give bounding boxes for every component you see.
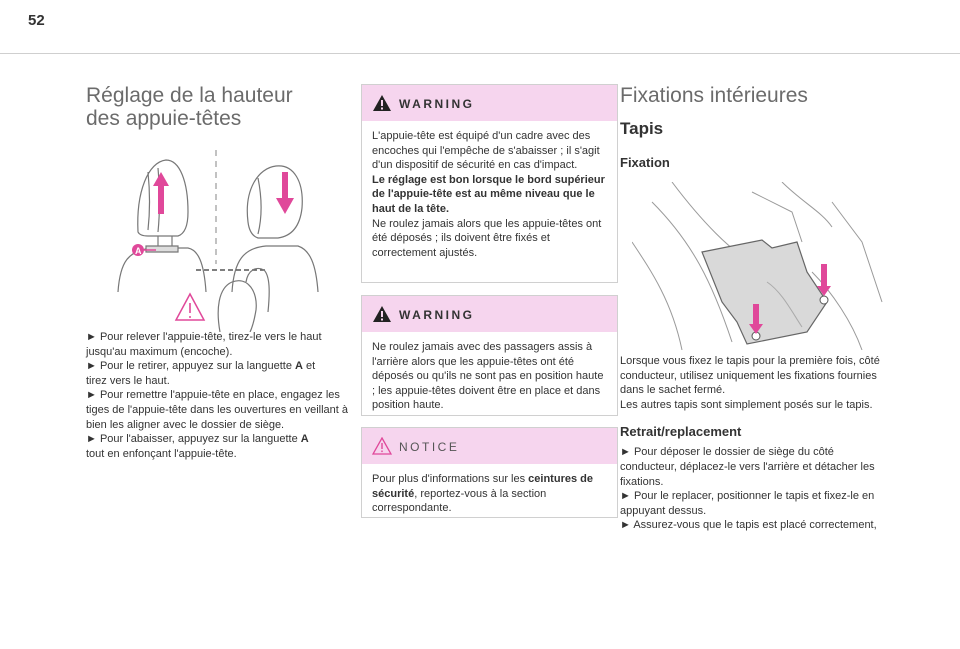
retrait-bullet-1: ► Pour déposer le dossier de siège du cô… [620,446,875,488]
warning1-text: L'appuie-tête est équipé d'un cadre avec… [372,130,600,172]
title-line-2: des appuie-têtes [86,107,242,130]
letter-a-2: A [300,433,309,446]
letter-a: A [295,360,303,373]
warning2-text: Ne roulez jamais avec des passagers assi… [372,341,604,412]
warning-header-2: WARNING [362,296,617,332]
bullet-remove-cont: tirez vers le haut. [86,374,170,387]
up-arrow-icon [153,172,169,214]
warning-header-1: WARNING [362,85,617,121]
warning1-bold: Le réglage est bon lorsque le bord supér… [372,173,605,215]
retrait-bullet-3: ► Assurez-vous que le tapis est placé co… [620,519,877,532]
notice-header: NOTICE [362,428,617,464]
warning-label-2: WARNING [399,308,475,322]
fixation-text-2: Les autres tapis sont simplement posés s… [620,398,873,411]
page-number: 52 [28,12,45,29]
bullet-lower: ► Pour l'abaisser, appuyez sur la langue… [86,433,301,446]
notice-box: NOTICE Pour plus d'informations sur les … [361,427,618,518]
notice-bold: ceintures de sécurité [372,473,593,500]
warning1-text2: Ne roulez jamais alors que les appuie-tê… [372,217,602,259]
headrest-column: Réglage de la hauteur des appuie-têtes A [86,62,348,460]
floor-mat-illustration [632,182,883,350]
header-divider [0,53,960,54]
down-arrow-icon [276,172,294,214]
bullet-lower-cont: tout en enfonçant l'appuie-tête. [86,447,237,460]
warning-icon [373,306,391,322]
notice-text-before: Pour plus d'informations sur les [372,473,529,485]
down-arrow-icon [749,304,763,334]
down-arrow-icon [817,264,831,296]
fixation-text: Lorsque vous fixez le tapis pour la prem… [620,355,880,397]
section-title-fixations: Fixations intérieures [620,84,808,107]
subtitle-tapis: Tapis [620,119,664,138]
warning-label-1: WARNING [399,97,475,111]
word-et: et [302,360,316,373]
bullet-raise: ► Pour relever l'appuie-tête, tirez-le v… [86,331,322,358]
headrest-illustration: A [117,150,319,332]
bullet-refit: ► Pour remettre l'appuie-tête en place, … [86,389,348,431]
label-a: A [135,246,142,256]
fixation-description: Lorsque vous fixez le tapis pour la prem… [620,354,892,533]
notice-text-after: , reportez-vous à la section corresponda… [372,487,547,515]
notice-label: NOTICE [399,440,460,454]
retrait-bullet-2: ► Pour le replacer, positionner le tapis… [620,490,875,517]
section-title-headrest: Réglage de la hauteur des appuie-têtes [86,84,348,130]
warning-icon [373,95,391,111]
headrest-instructions: ► Pour relever l'appuie-tête, tirez-le v… [86,330,348,461]
fixations-column: Fixations intérieures Tapis Fixation Lor… [620,62,892,531]
notice-icon [372,437,392,455]
warning-triangle-icon [174,292,206,321]
heading-fixation: Fixation [620,155,670,170]
warning-box-2: WARNING Ne roulez jamais avec des passag… [361,295,618,416]
warning-box-1: WARNING L'appuie-tête est équipé d'un ca… [361,84,618,283]
title-line-1: Réglage de la hauteur [86,84,293,107]
bullet-remove: ► Pour le retirer, appuyez sur la langue… [86,360,295,373]
heading-retrait: Retrait/replacement [620,424,742,440]
